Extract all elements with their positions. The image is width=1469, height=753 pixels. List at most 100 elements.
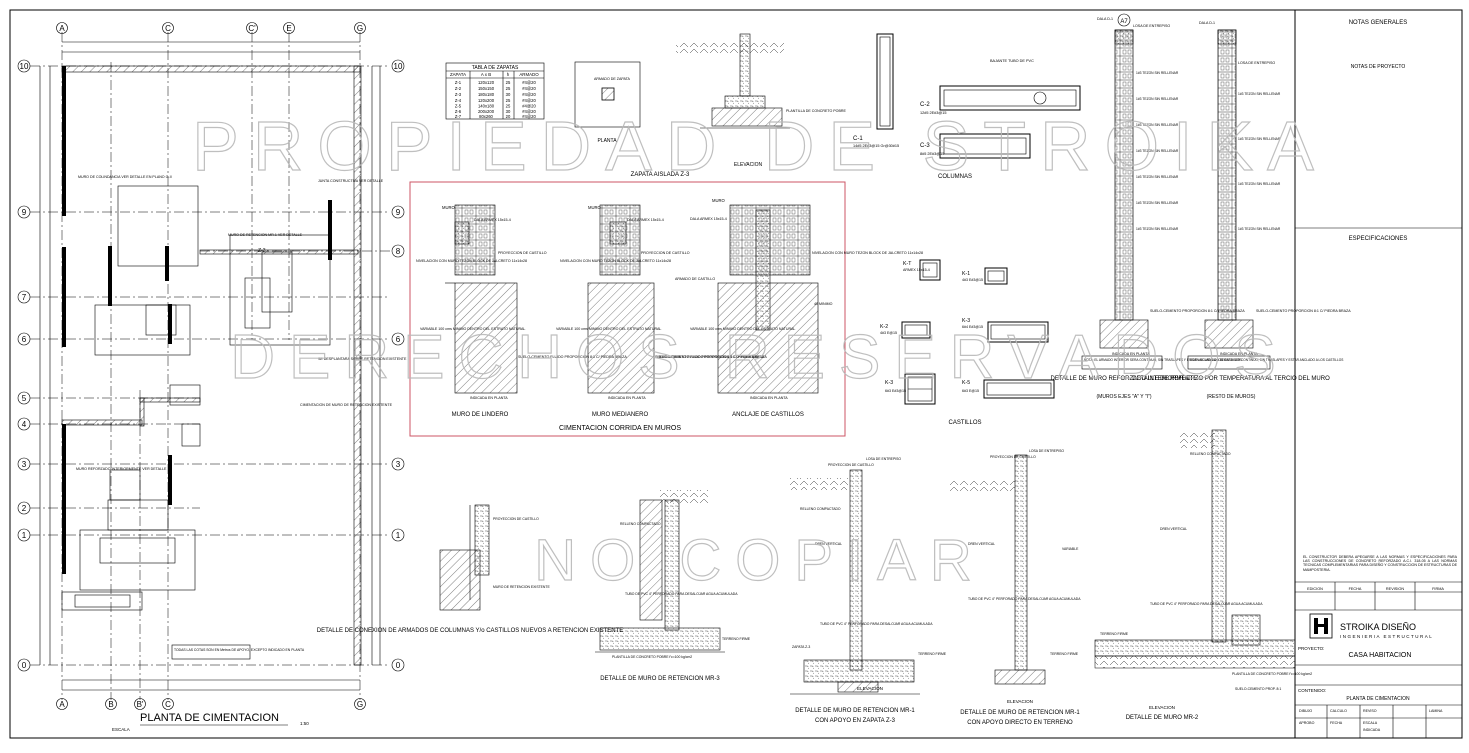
axis-3-left: 3 <box>22 460 27 469</box>
detail-muro-medianero: MURO DALA ARMEX 15x15-4 PROYECCION DE CA… <box>556 204 764 418</box>
axis-6-left: 6 <box>22 335 27 344</box>
table-row: Z-7 80x260 20 #4@20 <box>455 114 537 119</box>
zapata-plantilla: PLANTILLA DE CONCRETO POBRE <box>786 109 846 113</box>
svg-text:120x120: 120x120 <box>478 80 495 85</box>
table-row: Z-6 200x200 30 #4@20 <box>455 109 537 114</box>
svg-text:150x150: 150x150 <box>478 86 495 91</box>
table-row: Z-2 150x150 25 #4@20 <box>455 86 537 91</box>
zapata-armado-label: ARMADO DE ZAPATA <box>594 77 631 81</box>
svg-text:#4@20: #4@20 <box>522 86 536 91</box>
foundation-plan: A C C' E G A B B' C G 10 9 7 6 5 4 3 2 1… <box>17 22 407 732</box>
watermark-line1: PROPIEDAD DE STROIKA <box>192 107 1328 185</box>
castillo-k1: K-1 <box>962 271 970 277</box>
svg-text:80x260: 80x260 <box>479 114 493 119</box>
columna-c3: C-3 <box>920 143 930 149</box>
tb-especificaciones: ESPECIFICACIONES <box>1349 236 1408 242</box>
svg-text:120x200: 120x200 <box>478 98 495 103</box>
mr2-terreno: TERRENO FIRME <box>1100 632 1129 636</box>
svg-text:Z-4: Z-4 <box>455 98 462 103</box>
mr1a-losa: LOSA DE ENTREPISO <box>866 457 901 461</box>
anclaje-nivelacion: NIVELACION CON MURO TEZON BLOCK DE JALCR… <box>812 251 923 255</box>
svg-text:30: 30 <box>506 109 511 114</box>
table-row: Z-4 120x200 25 #4@20 <box>455 98 537 103</box>
tb-reviso: REVISO <box>1363 709 1377 713</box>
mr1a-detail: PROYECCION DE CASTILLO LOSA DE ENTREPISO… <box>790 457 947 724</box>
svg-text:1#3 TEZON SIN RELLENAR: 1#3 TEZON SIN RELLENAR <box>1136 123 1179 127</box>
table-row: Z-5 140x180 25 #4@20 <box>455 104 537 109</box>
columnas-detail: C-1 14#5 2E#3@15 Gr@30#15 BAJANTE TUBO D… <box>853 33 1081 180</box>
plan-dimensions <box>39 41 381 691</box>
tb-proyecto-label: PROYECTO: <box>1298 646 1324 651</box>
medianero-proyeccion: PROYECCION DE CASTILLO <box>641 251 690 255</box>
svg-text:Z-6: Z-6 <box>455 109 462 114</box>
castillo-k5: K-5 <box>962 380 970 386</box>
mr1a-zapata: ZAPATA Z-3 <box>792 645 810 649</box>
mr2-detail: RELLENO COMPACTADO DREN VERTICAL TUBO DE… <box>1094 429 1312 721</box>
anclaje-indicada: INDICADA EN PLANTA <box>750 396 788 400</box>
castillo-kt: K-T <box>903 261 912 267</box>
plan-scale-label: ESCALA <box>112 727 130 732</box>
conexion-proyeccion: PROYECCION DE CASTILLO <box>493 517 539 521</box>
medianero-dala: DALA ARMEX 15x15-4 <box>627 218 664 222</box>
axis-10-right: 10 <box>394 62 403 71</box>
tb-escala-value: INDICADA <box>1363 728 1381 732</box>
mr2-dren: DREN VERTICAL <box>1160 527 1187 531</box>
svg-text:#4@20: #4@20 <box>522 114 536 119</box>
tb-proyecto: CASA HABITACION <box>1349 652 1412 659</box>
label-muro-colindancia: MURO DE COLINDANCIA VER DETALLE EN PLANO… <box>78 175 172 179</box>
detail-anclaje-castillos: MURO DALA ARMEX 15x15-4 ARMADO DE CASTIL… <box>658 198 923 418</box>
svg-text:#4@20: #4@20 <box>522 109 536 114</box>
zapatas-header-axb: A x B <box>481 72 491 77</box>
mr1a-sub: CON APOYO EN ZAPATA Z-3 <box>815 718 896 724</box>
muro1-indicada: INDICADA EN PLANTA <box>1112 352 1150 356</box>
svg-text:200x200: 200x200 <box>478 109 495 114</box>
axis-c-bottom: C <box>165 700 171 709</box>
mr2-tubo: TUBO DE PVC 4" PERFORADO PARA DESALOJAR … <box>1150 602 1263 606</box>
plan-grid-horizontal <box>30 65 390 666</box>
axis-3-right: 3 <box>396 460 401 469</box>
svg-text:25: 25 <box>506 80 511 85</box>
medianero-muro: MURO <box>588 205 602 210</box>
tb-rev-fecha: FECHA <box>1349 587 1362 591</box>
anclaje-dala: DALA ARMEX 15x15-4 <box>690 217 727 221</box>
mr1a-relleno: RELLENO COMPACTADO <box>800 507 841 511</box>
lindero-indicada: INDICADA EN PLANTA <box>470 396 508 400</box>
tb-notas-generales: NOTAS GENERALES <box>1349 20 1408 26</box>
medianero-suelo: SUELO-CEMENTO FLUIDO PROPORCION 8:1 C/ P… <box>655 355 764 359</box>
anclaje-variable: VARIABLE 100 cms MINIMO DENTRO DEL ESTRA… <box>690 327 795 331</box>
svg-text:#4@20: #4@20 <box>522 98 536 103</box>
medianero-indicada: INDICADA EN PLANTA <box>608 396 646 400</box>
medianero-nivelacion: NIVELACION CON MURO TEZON BLOCK DE JALCR… <box>560 259 671 263</box>
axis-2-left: 2 <box>22 504 27 513</box>
zapatas-rows: Z-1 120x120 25 #4@20 Z-2 150x150 25 #4@2… <box>455 80 537 119</box>
lindero-proyeccion: PROYECCION DE CASTILLO <box>498 251 547 255</box>
muro2-relleno-labels: 1#3 TEZON SIN RELLENAR 1#3 TEZON SIN REL… <box>1238 92 1281 231</box>
svg-text:Z-2: Z-2 <box>455 86 462 91</box>
plan-axis-numbers-right: 10 9 8 6 3 1 0 <box>391 59 405 672</box>
svg-text:1#3 TEZON SIN RELLENAR: 1#3 TEZON SIN RELLENAR <box>1136 175 1179 179</box>
mr2-relleno: RELLENO COMPACTADO <box>1190 452 1231 456</box>
mr3-detail: RELLENO COMPACTADO TUBO DE PVC 4" PERFOR… <box>595 490 751 682</box>
plan-note-box <box>171 644 251 660</box>
zapatas-header-h: h <box>507 72 510 77</box>
muro1-suelo: SUELO-CEMENTO PROPORCION 8:1 C/ PIEDRA B… <box>1150 309 1245 313</box>
mr1a-terreno: TERRENO FIRME <box>918 652 947 656</box>
tag-a7: A7 <box>1120 19 1128 25</box>
conexion-title: DETALLE DE CONEXION DE ARMADOS DE COLUMN… <box>317 628 624 634</box>
svg-text:25: 25 <box>506 98 511 103</box>
mr3-title: DETALLE DE MURO DE RETENCION MR-3 <box>600 676 720 682</box>
tb-fecha: FECHA <box>1330 721 1343 725</box>
cimentacion-corrida-title: CIMENTACION CORRIDA EN MUROS <box>559 425 681 432</box>
zapata-planta-label: PLANTA <box>597 138 617 144</box>
castillo-k5-spec: 6#3 E@15 <box>962 389 979 393</box>
svg-text:1#3 TEZON SIN RELLENAR: 1#3 TEZON SIN RELLENAR <box>1136 227 1179 231</box>
svg-text:25: 25 <box>506 104 511 109</box>
cimentacion-corrida-detail: MURO DALA ARMEX 15x15-4 PROYECCION DE CA… <box>409 181 923 437</box>
svg-text:1#3 TEZON SIN RELLENAR: 1#3 TEZON SIN RELLENAR <box>1238 92 1281 96</box>
axis-0-right: 0 <box>396 661 401 670</box>
lindero-suelo: SUELO-CEMENTO FLUIDO PROPORCION 8:1 C/ P… <box>518 355 627 359</box>
axis-10-left: 10 <box>20 62 29 71</box>
muros-reforzados-detail: A7 LOSA DE ENTREPISO DALA D-1 1#3 TEZON … <box>1051 13 1351 400</box>
zapatas-header-armado: ARMADO <box>519 72 539 77</box>
